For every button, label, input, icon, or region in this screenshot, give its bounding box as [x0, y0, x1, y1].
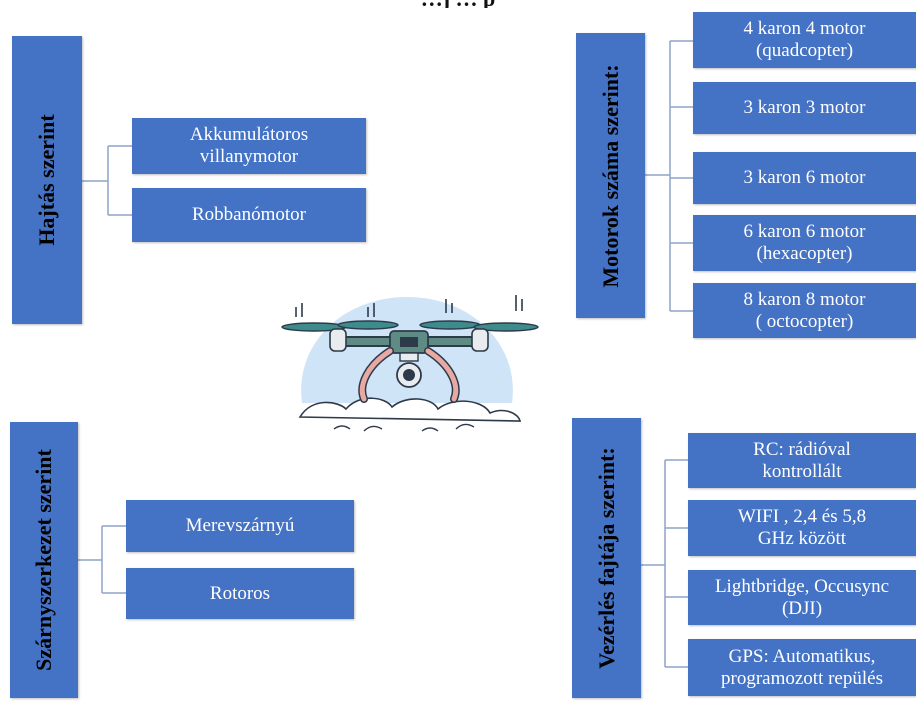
category-szarny-label: Szárnyszerkezet szerint: [31, 449, 56, 671]
category-vezerles-label: Vezérlés fajtája szerint:: [593, 447, 619, 669]
item-octocopter: 8 karon 8 motor ( octocopter): [693, 283, 916, 338]
item-rc: RC: rádióval kontrollált: [688, 433, 916, 488]
item-lightbridge: Lightbridge, Occusync (DJI): [688, 570, 916, 625]
item-akkumulatoros: Akkumulátoros villanymotor: [132, 118, 366, 174]
item-wifi: WIFI , 2,4 és 5,8 GHz között: [688, 500, 916, 556]
item-gps: GPS: Automatikus, programozott repülés: [688, 639, 916, 696]
category-vezerles: Vezérlés fajtája szerint:: [572, 418, 641, 698]
item-merevszarnyu: Merevszárnyú: [126, 500, 354, 552]
category-szarny: Szárnyszerkezet szerint: [10, 422, 78, 698]
item-hexacopter: 6 karon 6 motor (hexacopter): [693, 215, 916, 271]
diagram-title: …j … p: [0, 0, 916, 8]
item-quadcopter: 4 karon 4 motor (quadcopter): [693, 12, 916, 68]
item-rotoros: Rotoros: [126, 568, 354, 619]
category-motorok: Motorok száma szerint:: [576, 33, 645, 318]
category-motorok-label: Motorok száma szerint:: [597, 63, 623, 288]
item-3-karon-3-motor: 3 karon 3 motor: [693, 82, 916, 134]
category-hajtas: Hajtás szerint: [12, 36, 82, 324]
item-3-karon-6-motor: 3 karon 6 motor: [693, 152, 916, 204]
category-hajtas-label: Hajtás szerint: [34, 114, 59, 246]
drone-icon: [281, 295, 539, 432]
item-robbanomotor: Robbanómotor: [132, 188, 366, 242]
